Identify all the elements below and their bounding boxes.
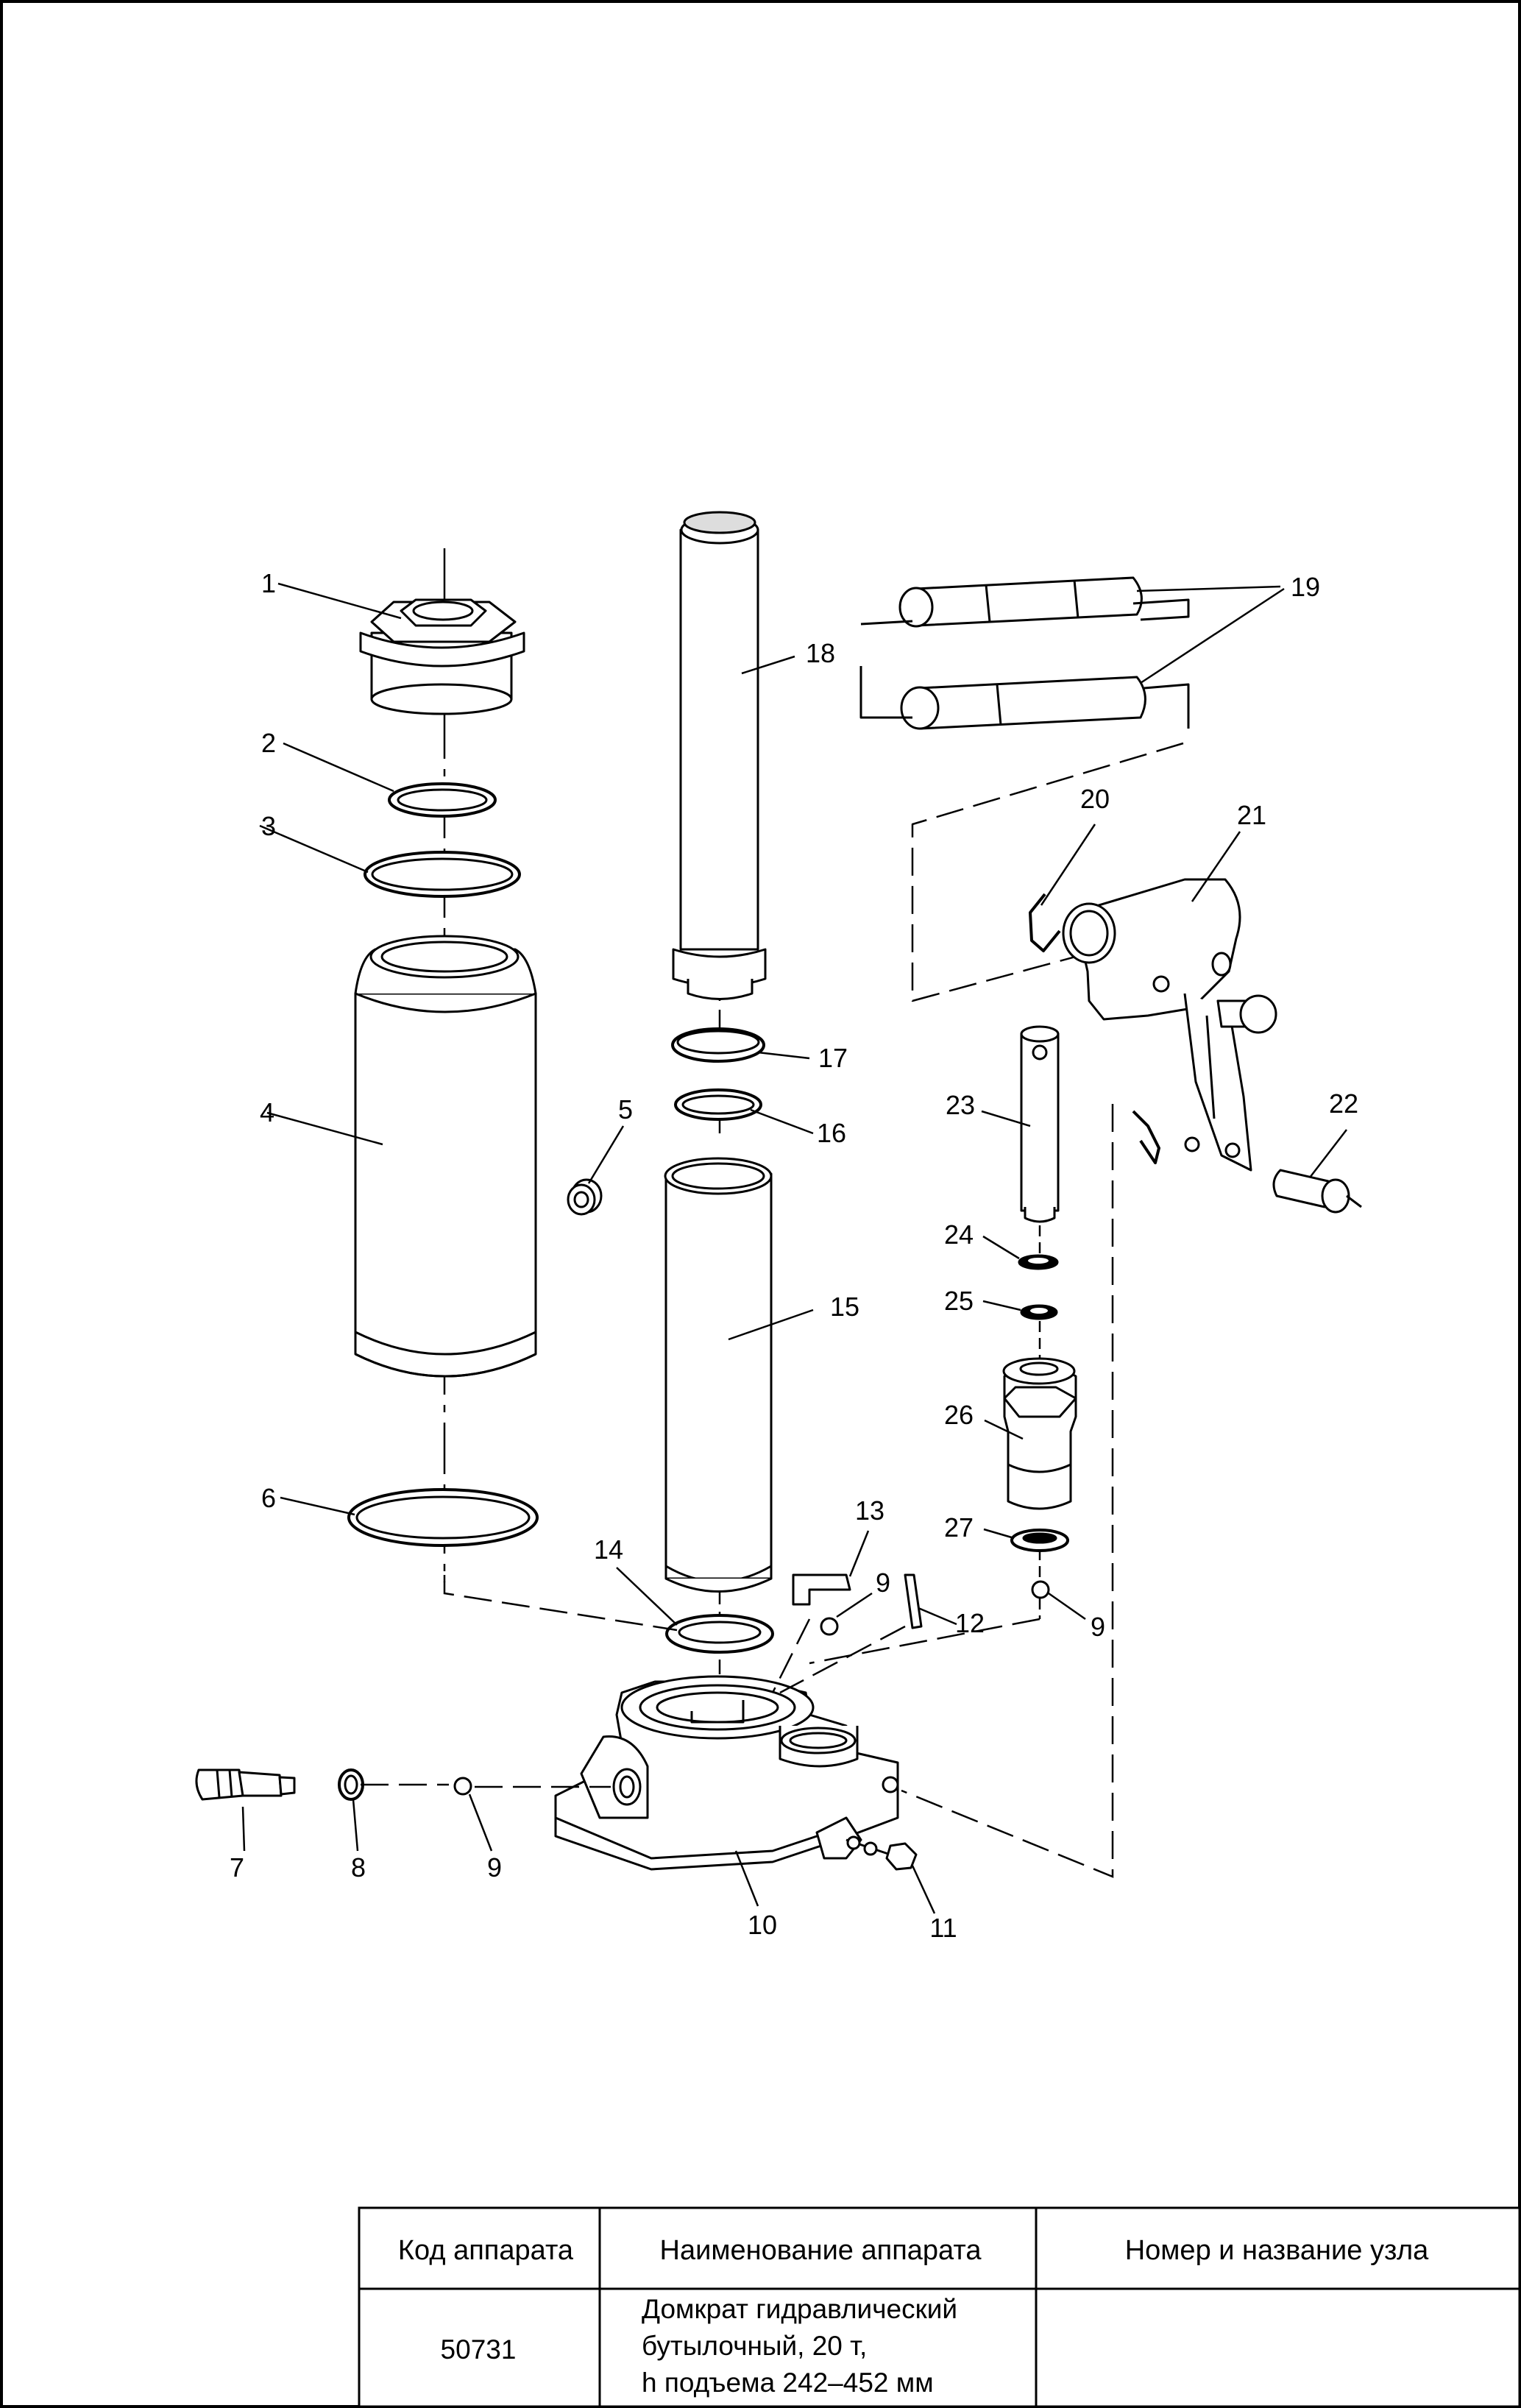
label-9-bottom: 9 [487,1852,502,1883]
part-10-base [554,1675,899,1871]
part-22-pin [1272,1169,1362,1214]
part-5-fitting [567,1178,603,1216]
header-code: Код аппарата [398,2235,574,2266]
header-assembly: Номер и название узла [1125,2235,1429,2266]
label-3: 3 [261,811,276,841]
part-7-valve [195,1768,296,1801]
part-13-pin [792,1573,851,1606]
label-18: 18 [806,638,835,668]
label-1: 1 [261,568,276,598]
label-16: 16 [817,1118,846,1148]
label-21: 21 [1237,800,1266,830]
part-22-pin-top [1216,994,1277,1034]
part-1-nut [359,598,525,715]
part-17-ring [671,1027,765,1063]
part-15-cylinder [664,1157,773,1593]
label-11: 11 [929,1913,957,1943]
label-9-right: 9 [1091,1612,1105,1642]
label-6: 6 [261,1483,276,1513]
label-24: 24 [944,1219,974,1250]
label-25: 25 [944,1286,974,1316]
label-22: 22 [1329,1088,1358,1119]
header-name: Наименование аппарата [660,2235,982,2266]
label-2: 2 [261,728,276,758]
title-block: Код аппарата Наименование аппарата Номер… [358,2206,1521,2408]
label-7: 7 [230,1852,244,1883]
part-18-ram [672,511,767,1000]
label-4: 4 [260,1097,274,1127]
label-13: 13 [855,1495,884,1526]
part-20-clip [1029,893,1061,952]
part-23-plunger [1020,1025,1060,1223]
cell-name-line-3: h подъема 242–452 мм [642,2368,934,2398]
part-8-oring [338,1768,364,1801]
part-9-ball-c [453,1777,472,1796]
label-27: 27 [944,1512,974,1543]
part-12-pin [904,1573,923,1629]
label-20: 20 [1080,784,1110,814]
cell-name-line-2: бутылочный, 20 т, [642,2331,867,2361]
label-10: 10 [748,1910,777,1940]
part-16-ring [674,1088,762,1121]
part-11-bolt [845,1835,918,1871]
label-23: 23 [946,1090,975,1120]
label-15: 15 [830,1292,859,1322]
label-26: 26 [944,1400,974,1430]
part-9-ball-b [1031,1580,1050,1599]
label-14: 14 [594,1534,623,1565]
part-6-seal-ring [347,1488,539,1547]
label-9-middle: 9 [876,1568,890,1598]
part-4-reservoir [354,935,537,1378]
part-21-socket [1062,878,1252,1172]
label-17: 17 [818,1043,848,1073]
cell-name-line-1: Домкрат гидравлический [642,2294,957,2324]
part-26-pump-body [1002,1357,1077,1510]
label-8: 8 [351,1852,366,1883]
label-19: 19 [1291,572,1320,602]
label-5: 5 [618,1094,633,1125]
label-12: 12 [955,1608,985,1638]
part-labels: 1 2 3 4 5 6 7 8 9 10 11 12 13 9 9 14 15 … [230,568,1358,1943]
part-3-oring [364,851,521,898]
part-19-handle [859,576,1190,730]
cell-code: 50731 [441,2334,517,2365]
part-9-ball-a [820,1617,839,1636]
